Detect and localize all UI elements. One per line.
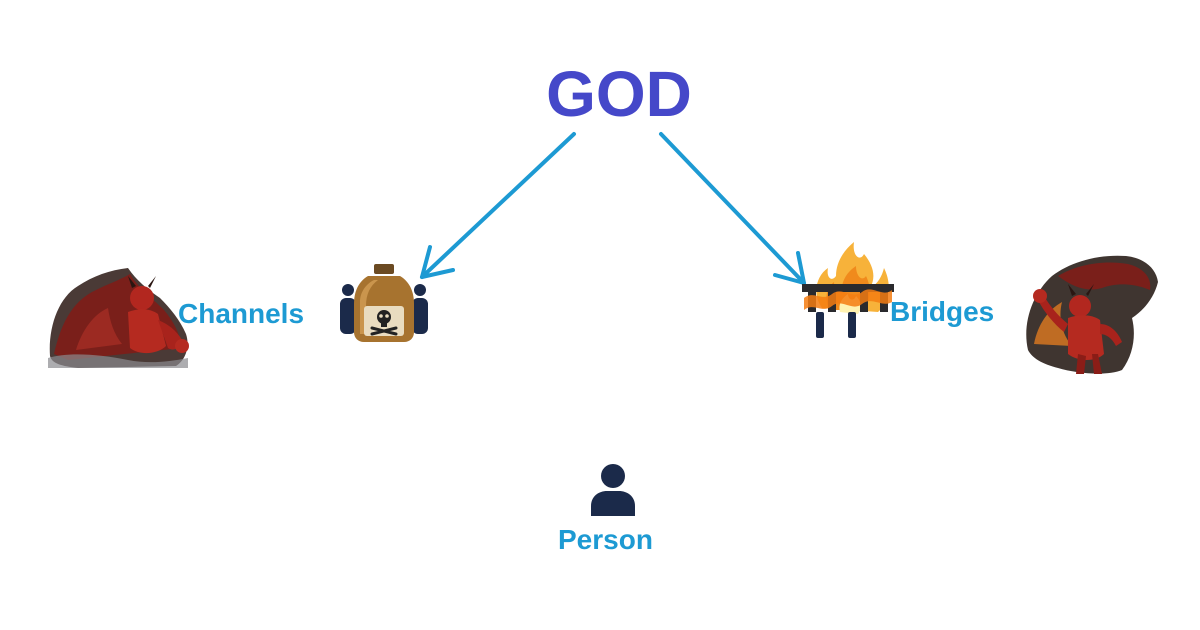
person-icon [591, 464, 635, 516]
poison-bottle-icon [340, 264, 428, 342]
person-label: Person [558, 524, 653, 555]
god-title: GOD [546, 58, 692, 130]
devil-figure-icon [1026, 255, 1158, 374]
arrow-god-to-channels [420, 132, 576, 279]
channels-label: Channels [178, 298, 305, 329]
devil-figure-icon [48, 268, 189, 368]
arrow-god-to-bridges [659, 132, 806, 285]
burning-bridge-icon [802, 242, 894, 338]
bridges-label: Bridges [890, 296, 995, 327]
